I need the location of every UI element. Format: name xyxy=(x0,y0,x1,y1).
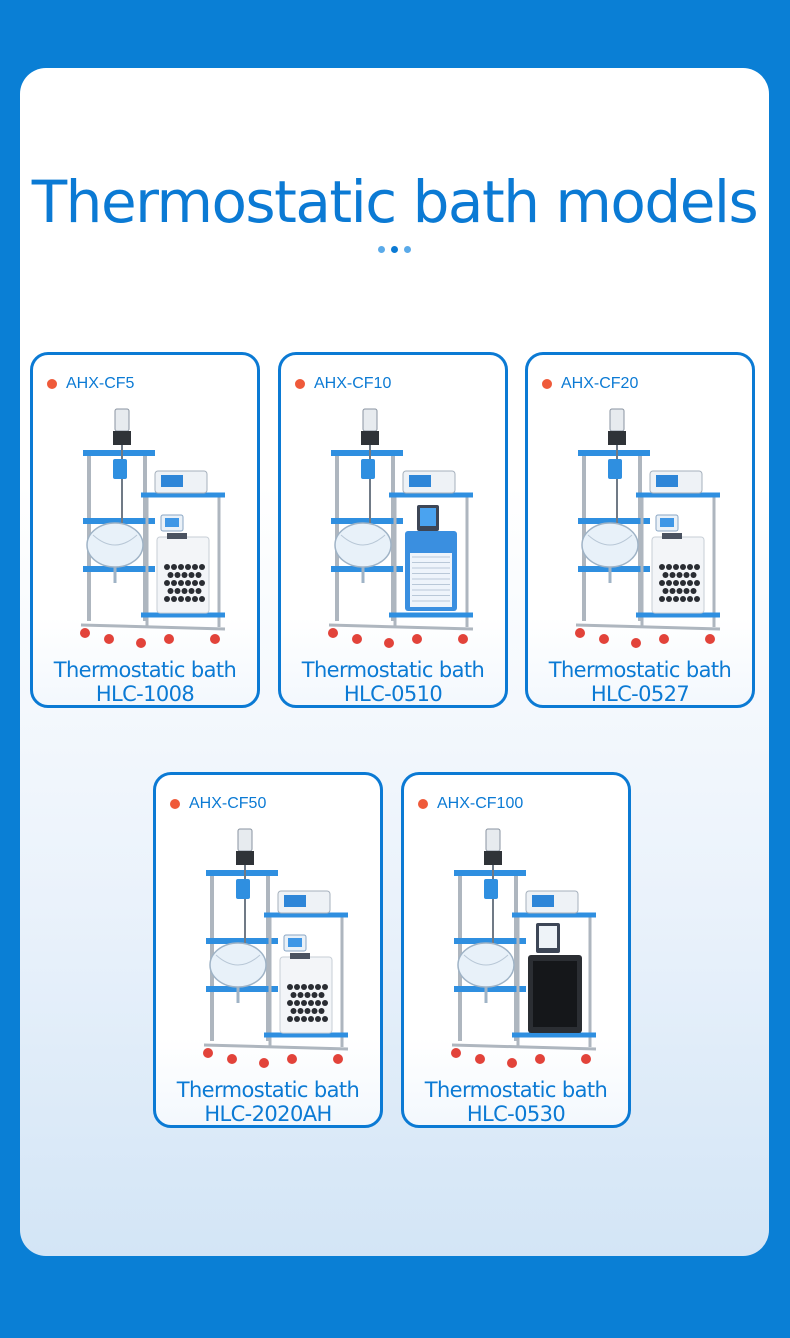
bullet-dot-icon xyxy=(47,379,57,389)
bath-type: Thermostatic bath xyxy=(53,658,237,682)
bath-model: HLC-0527 xyxy=(590,682,690,706)
model-name: AHX-CF50 xyxy=(189,795,267,812)
model-label: AHX-CF100 xyxy=(418,795,523,813)
model-card[interactable]: AHX-CF50 xyxy=(153,772,383,1128)
bath-caption: Thermostatic bath HLC-1008 xyxy=(33,658,257,706)
bullet-dot-icon xyxy=(170,799,180,809)
model-card[interactable]: AHX-CF10 xyxy=(278,352,508,708)
bath-type: Thermostatic bath xyxy=(176,1078,360,1102)
bath-model: HLC-0510 xyxy=(343,682,443,706)
title-decoration-dots xyxy=(20,240,769,253)
model-card[interactable]: AHX-CF5 xyxy=(30,352,260,708)
reactor-illustration xyxy=(203,828,349,1068)
model-name: AHX-CF10 xyxy=(314,375,392,392)
reactor-illustration xyxy=(80,408,226,648)
model-name: AHX-CF100 xyxy=(437,795,524,812)
decoration-dot xyxy=(378,246,385,253)
bath-model: HLC-0530 xyxy=(466,1102,566,1126)
reactor-illustration xyxy=(328,408,474,648)
bullet-dot-icon xyxy=(295,379,305,389)
bath-caption: Thermostatic bath HLC-2020AH xyxy=(156,1078,380,1126)
bath-type: Thermostatic bath xyxy=(424,1078,608,1102)
page-title: Thermostatic bath models xyxy=(31,168,759,236)
model-label: AHX-CF10 xyxy=(295,375,391,393)
reactor-illustration xyxy=(451,828,597,1068)
bath-caption: Thermostatic bath HLC-0527 xyxy=(528,658,752,706)
model-card[interactable]: AHX-CF100 xyxy=(401,772,631,1128)
reactor-illustration xyxy=(575,408,721,648)
bath-model: HLC-2020AH xyxy=(204,1102,332,1126)
model-name: AHX-CF5 xyxy=(66,375,135,392)
bath-caption: Thermostatic bath HLC-0530 xyxy=(404,1078,628,1126)
bath-caption: Thermostatic bath HLC-0510 xyxy=(281,658,505,706)
model-label: AHX-CF50 xyxy=(170,795,266,813)
decoration-dot xyxy=(404,246,411,253)
bath-model: HLC-1008 xyxy=(95,682,195,706)
model-card[interactable]: AHX-CF20 xyxy=(525,352,755,708)
bullet-dot-icon xyxy=(542,379,552,389)
model-label: AHX-CF20 xyxy=(542,375,638,393)
bath-type: Thermostatic bath xyxy=(301,658,485,682)
model-label: AHX-CF5 xyxy=(47,375,134,393)
decoration-dot xyxy=(391,246,398,253)
bullet-dot-icon xyxy=(418,799,428,809)
model-name: AHX-CF20 xyxy=(561,375,639,392)
bath-type: Thermostatic bath xyxy=(548,658,732,682)
